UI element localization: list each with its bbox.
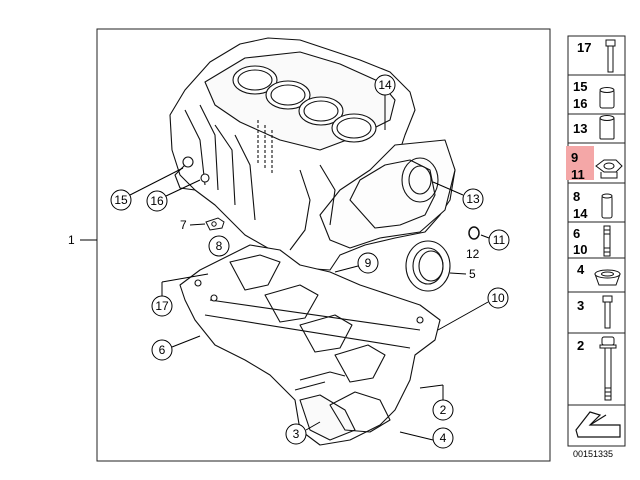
- svg-text:4: 4: [577, 262, 585, 277]
- sidebar-cell-17[interactable]: 17: [577, 39, 616, 73]
- seal-ring-icon: [594, 269, 621, 286]
- callout-14-label: 14: [378, 78, 392, 92]
- callout-6-label: 6: [159, 343, 166, 357]
- leader-line-4: [399, 431, 434, 441]
- svg-text:16: 16: [573, 96, 587, 111]
- svg-text:6: 6: [573, 226, 580, 241]
- svg-text:11: 11: [571, 167, 585, 182]
- sidebar-cell-15-16[interactable]: 15 16: [573, 79, 615, 111]
- hex-plug-icon: [595, 159, 623, 179]
- svg-text:14: 14: [573, 206, 588, 221]
- callout-11-circle[interactable]: [488, 229, 510, 251]
- callout-3-circle[interactable]: [285, 423, 307, 445]
- sidebar-cell-symbol: [575, 411, 621, 438]
- sidebar-cell-3[interactable]: 3: [577, 295, 613, 329]
- sidebar-highlight: [566, 146, 594, 180]
- callout-12-label: 12: [466, 247, 480, 261]
- leader-line-15: [129, 167, 184, 196]
- leader-line-11: [480, 234, 490, 239]
- callout-1-label: 1: [68, 233, 75, 247]
- document-number: 00151335: [573, 449, 613, 459]
- callout-15-circle[interactable]: [110, 189, 132, 211]
- oil-seal-illustration: [405, 240, 451, 292]
- callout-2-label: 2: [440, 403, 447, 417]
- long-bolt-icon: [605, 39, 616, 73]
- svg-text:8: 8: [573, 189, 580, 204]
- callout-9-label: 9: [365, 256, 372, 270]
- callout-5-label: 5: [469, 267, 476, 281]
- flange-bolt-icon: [599, 336, 617, 401]
- leader-line-16: [165, 179, 201, 197]
- svg-text:13: 13: [573, 121, 587, 136]
- callout-4-label: 4: [440, 431, 447, 445]
- callout-13-circle[interactable]: [462, 188, 484, 210]
- callout-17-label: 17: [155, 299, 169, 313]
- sidebar-cell-2[interactable]: 2: [577, 336, 617, 401]
- sidebar-cell-4[interactable]: 4: [577, 262, 621, 286]
- engine-block-illustration: [169, 37, 456, 271]
- svg-text:2: 2: [577, 338, 584, 353]
- callout-10-label: 10: [491, 291, 505, 305]
- sidebar-frame: [567, 35, 626, 447]
- callout-16-label: 16: [150, 194, 164, 208]
- leader-line-3: [305, 421, 321, 431]
- sleeve-icon: [599, 115, 615, 140]
- callout-8-circle[interactable]: [208, 235, 230, 257]
- svg-text:9: 9: [571, 150, 578, 165]
- svg-text:10: 10: [573, 242, 587, 257]
- leader-line-9: [334, 265, 359, 273]
- hex-bolt-icon: [602, 295, 613, 329]
- stud-bolt-icon: [603, 225, 611, 257]
- sidebar-cell-6-10[interactable]: 6 10: [573, 225, 611, 257]
- parts-sidebar: 17 15 16 13 9 11: [566, 35, 626, 459]
- callout-13-label: 13: [466, 192, 480, 206]
- svg-text:15: 15: [573, 79, 587, 94]
- diagram-frame: [96, 28, 551, 462]
- callout-3-label: 3: [293, 427, 300, 441]
- dowel-pin-icon: [601, 193, 613, 219]
- callout-7-label: 7: [180, 218, 187, 232]
- sidebar-cell-13[interactable]: 13: [573, 115, 615, 140]
- callout-9-circle[interactable]: [357, 252, 379, 274]
- leader-line-5: [449, 272, 467, 275]
- leader-line-13: [432, 181, 464, 196]
- leader-line-7: [189, 223, 206, 226]
- leader-line-10: [437, 301, 489, 331]
- arrow-symbol-icon: [575, 411, 621, 438]
- leader-line-17b: [161, 273, 209, 283]
- callout-10-circle[interactable]: [487, 287, 509, 309]
- crankcase-lower-illustration: [179, 244, 441, 446]
- callout-11-label: 11: [493, 233, 506, 247]
- small-seal-ring: [468, 226, 480, 240]
- callout-6-circle[interactable]: [151, 339, 173, 361]
- leader-line-6: [171, 335, 201, 348]
- callout-4-circle[interactable]: [432, 427, 454, 449]
- sidebar-cell-8-14[interactable]: 8 14: [573, 189, 613, 221]
- callout-15-label: 15: [114, 193, 128, 207]
- sidebar-cell-9-11[interactable]: 9 11: [566, 146, 623, 182]
- svg-text:3: 3: [577, 298, 584, 313]
- plug-icon: [599, 87, 615, 109]
- leader-line-2b: [419, 384, 444, 389]
- svg-text:17: 17: [577, 40, 591, 55]
- callout-8-label: 8: [216, 239, 223, 253]
- callout-16-circle[interactable]: [146, 190, 168, 212]
- dowel-part-illustration: [205, 217, 225, 231]
